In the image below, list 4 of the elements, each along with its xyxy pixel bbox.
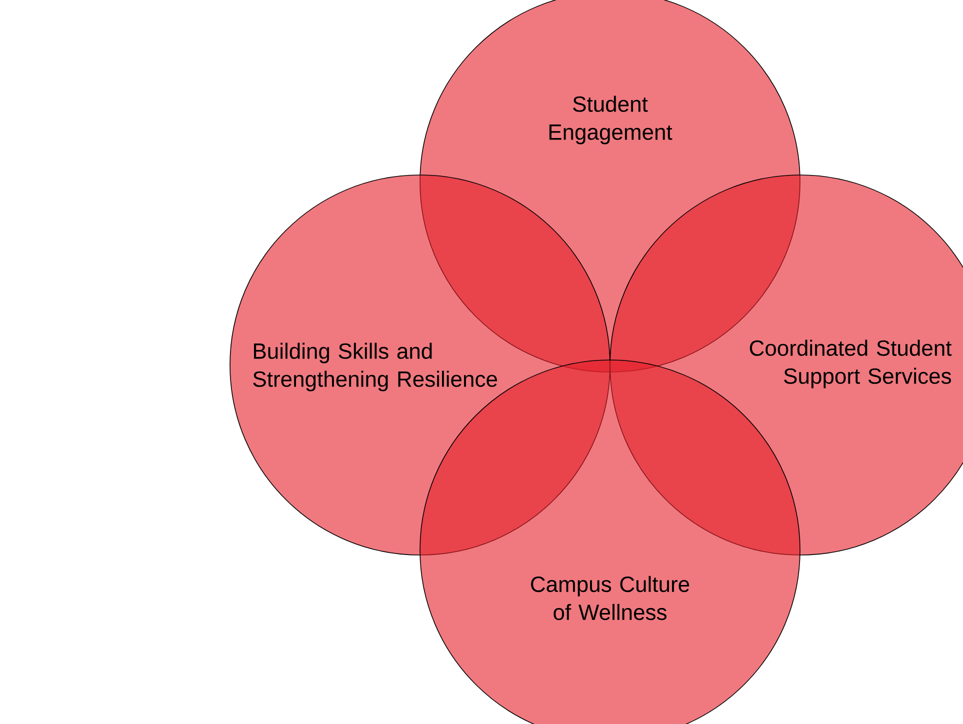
circle-label: Campus Culture of Wellness [531,576,690,620]
circle-label: Building Skills and Strengthening Resilience [253,342,497,392]
circle-label: Student Engagement [549,96,672,144]
circle-label: Coordinated Student Support Services [750,340,952,388]
